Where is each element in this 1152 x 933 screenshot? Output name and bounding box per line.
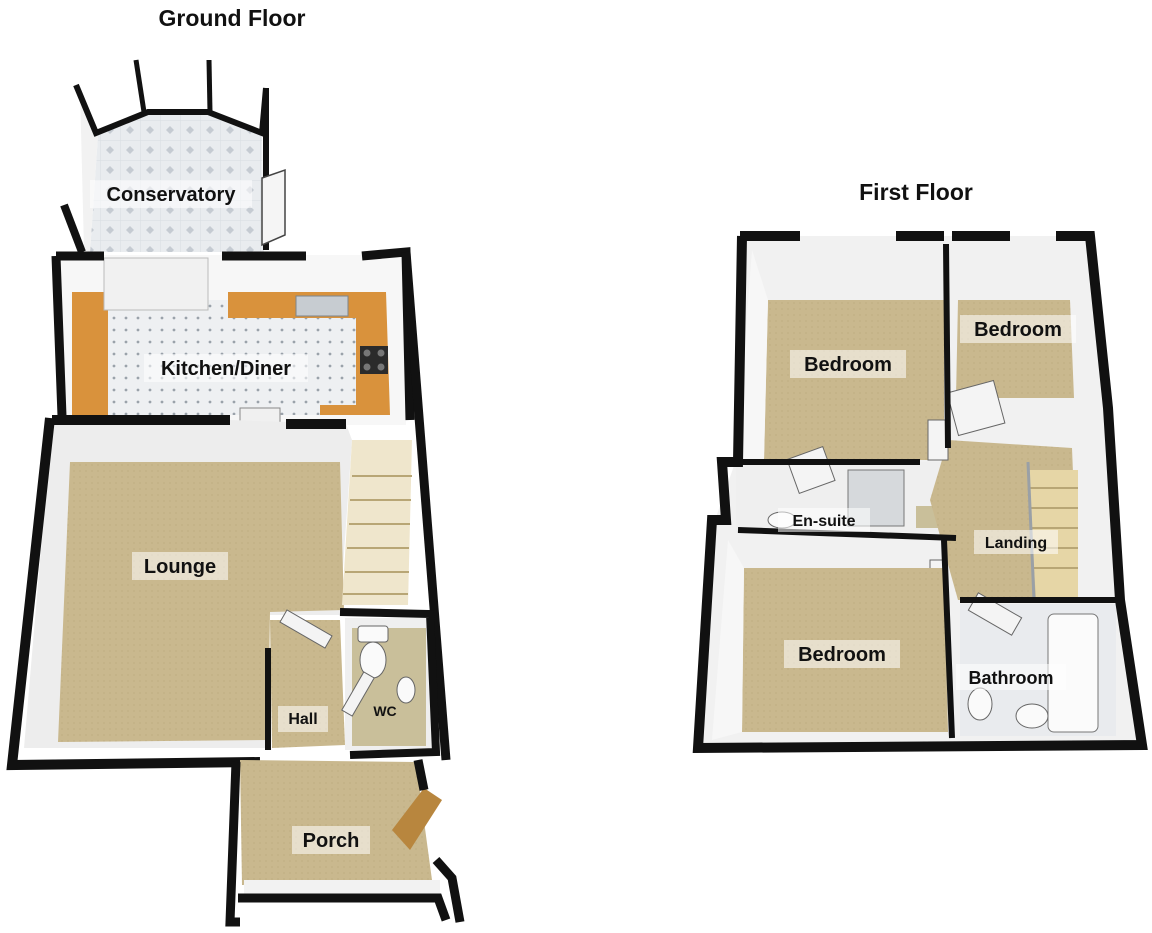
bedroom-1-room [736,250,944,460]
bedroom-2-door-icon [946,379,1006,437]
porch-label: Porch [303,830,360,852]
landing-label: Landing [985,535,1047,552]
lounge-room [6,415,352,771]
bathroom-toilet-icon [967,687,993,721]
bathroom-basin-icon [1015,703,1049,729]
conservatory-room [60,59,286,254]
conservatory-door-icon [261,168,286,247]
bedroom-3-label: Bedroom [798,644,886,666]
bedroom-1-label: Bedroom [804,354,892,376]
wc-label: WC [373,703,396,719]
ground-floor-title: Ground Floor [159,5,306,31]
porch-room [225,759,465,927]
en-suite-room [736,445,942,532]
bedroom-2-room [956,300,1074,398]
wc-door-icon [341,671,375,717]
kitchen-diner-label: Kitchen/Diner [161,358,291,380]
hob-icon [360,346,388,374]
basin-icon [396,676,416,704]
first-floor-title: First Floor [859,179,973,205]
kitchen-sink-icon [295,295,349,317]
bathroom-label: Bathroom [969,668,1054,688]
hall-label: Hall [288,711,317,728]
worktop-right [228,292,390,415]
lounge-label: Lounge [144,556,216,578]
ground-floor-plan [6,59,465,927]
front-door-icon [392,788,442,850]
first-floor-plan [692,231,1148,754]
en-suite-label: En-suite [792,513,855,530]
hall-door-icon [279,609,333,649]
bedroom-2-label: Bedroom [974,319,1062,341]
conservatory-label: Conservatory [107,184,237,206]
worktop-left [72,292,108,415]
ground-stairs [342,251,451,761]
wc-room [339,608,441,759]
